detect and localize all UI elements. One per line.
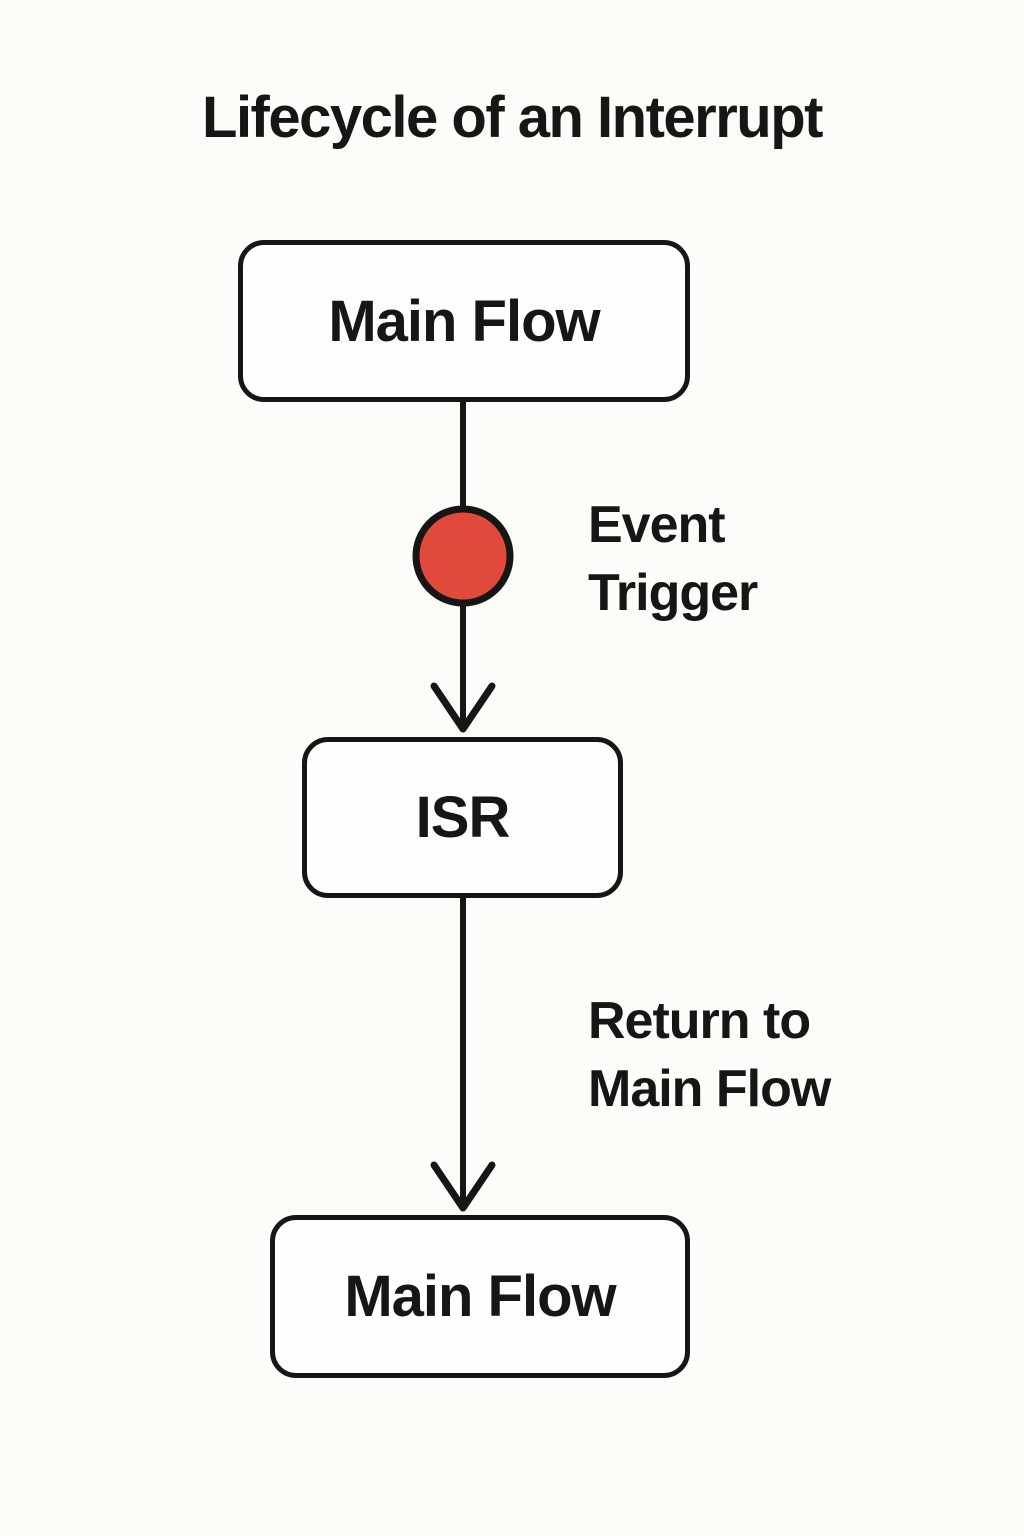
diagram-title: Lifecycle of an Interrupt	[202, 85, 823, 150]
node-main-flow-top: Main Flow	[238, 240, 690, 402]
node-main-flow-bottom-label: Main Flow	[344, 1264, 616, 1329]
arrowhead-into-mainflow-bottom-icon	[430, 1161, 496, 1212]
arrowhead-into-isr-icon	[430, 682, 496, 733]
node-isr-label: ISR	[415, 785, 511, 850]
node-isr: ISR	[302, 737, 623, 898]
label-return-to-main-flow: Return to Main Flow	[588, 992, 831, 1118]
event-trigger-dot-icon	[412, 505, 514, 607]
node-main-flow-top-label: Main Flow	[328, 288, 600, 354]
label-event-trigger: Event Trigger	[588, 496, 758, 622]
node-main-flow-bottom: Main Flow	[270, 1215, 690, 1378]
